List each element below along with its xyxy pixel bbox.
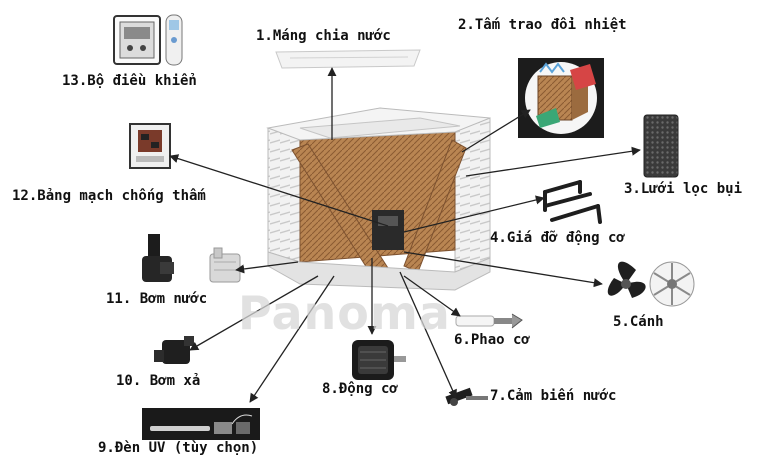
label-circuit-board: 12.Bảng mạch chống thấm [12,188,206,204]
arrow-2 [461,109,531,153]
motor-image [352,340,406,380]
top-tray [299,117,461,139]
controller-image [113,14,183,66]
label-fan-blade: 5.Cánh [613,314,664,330]
arrow-7 [399,271,457,399]
arrow-6 [403,275,461,317]
cooler-unit [266,107,491,291]
label-controller: 13.Bộ điều khiển [62,73,197,89]
base-tray [267,251,491,291]
right-side-panel [454,117,491,273]
label-uv-lamp: 9.Đèn UV (tùy chọn) [98,440,259,456]
cooling-pad-image [518,58,604,138]
arrow-4 [403,195,545,233]
label-float-valve: 6.Phao cơ [454,332,530,348]
label-water-distributor: 1.Máng chia nước [256,28,391,44]
drain-pump-image [154,336,194,364]
label-water-pump: 11. Bơm nước [106,291,208,307]
left-side-panel [267,127,301,263]
water-pump-image [142,234,241,283]
uv-lamp-image [142,408,260,440]
float-valve-image [455,313,523,329]
label-drain-pump: 10. Bơm xả [116,373,201,389]
watermark: Panoma [238,286,451,340]
arrow-5 [403,251,603,288]
arrow-10 [189,275,319,351]
arrow-9 [249,275,335,403]
label-motor-bracket: 4.Giá đỡ động cơ [490,230,625,246]
label-dust-filter: 3.Lưới lọc bụi [624,181,743,197]
label-water-sensor: 7.Cảm biến nước [490,388,617,404]
arrow-3 [465,146,641,177]
circuit-board-image [129,123,171,169]
dust-filter-image [643,114,679,178]
motor-bracket-image [543,180,602,224]
label-motor: 8.Động cơ [322,381,398,397]
arrow-11 [235,261,299,274]
water-distributor-image [275,49,421,69]
water-sensor-image [445,387,488,406]
fan-blade-image [607,261,695,307]
arrow-12 [169,154,389,227]
label-cooling-pad: 2.Tấm trao đổi nhiệt [458,17,627,33]
leader-lines [169,67,641,403]
